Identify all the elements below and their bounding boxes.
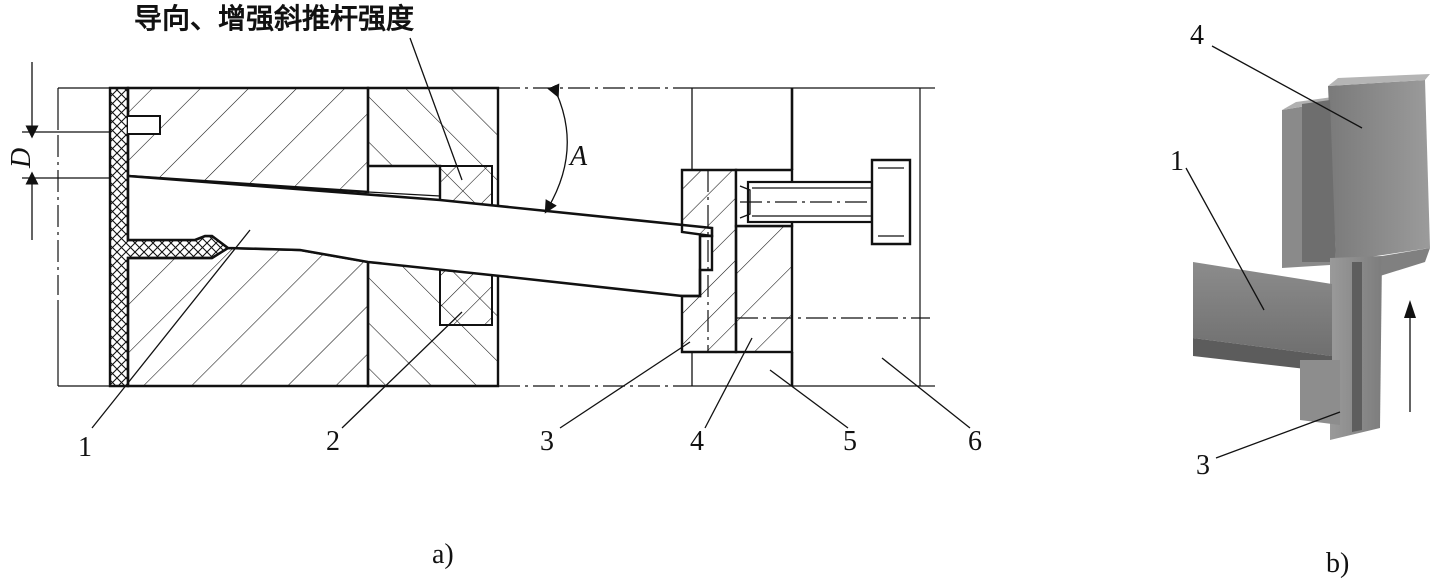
dim-d-label: D — [6, 148, 37, 169]
label-b-3: 3 — [1196, 450, 1210, 481]
section-view-a: D A 导向、增强斜推杆强度 1 2 3 4 5 6 a) — [6, 2, 982, 570]
retainer-part-4 — [734, 224, 794, 354]
label-3: 3 — [540, 426, 554, 457]
angle-a-label: A — [568, 141, 588, 172]
guide-block-part-2 — [366, 86, 500, 388]
label-5: 5 — [843, 426, 857, 457]
annotation: 导向、增强斜推杆强度 — [134, 2, 463, 181]
render-view-b: 4 1 3 b) — [1170, 20, 1430, 579]
label-4: 4 — [690, 426, 704, 457]
label-b-4: 4 — [1190, 20, 1204, 51]
annotation-text: 导向、增强斜推杆强度 — [134, 2, 414, 35]
bolt — [734, 158, 912, 246]
label-1: 1 — [78, 432, 92, 463]
part-leaders — [91, 229, 971, 429]
caption-a: a) — [432, 539, 454, 570]
angle-a: A — [544, 83, 588, 214]
label-6: 6 — [968, 426, 982, 457]
label-2: 2 — [326, 426, 340, 457]
dimension-d: D — [6, 62, 110, 240]
label-b-1: 1 — [1170, 146, 1184, 177]
caption-b: b) — [1326, 548, 1349, 579]
outer-frame — [57, 87, 935, 387]
